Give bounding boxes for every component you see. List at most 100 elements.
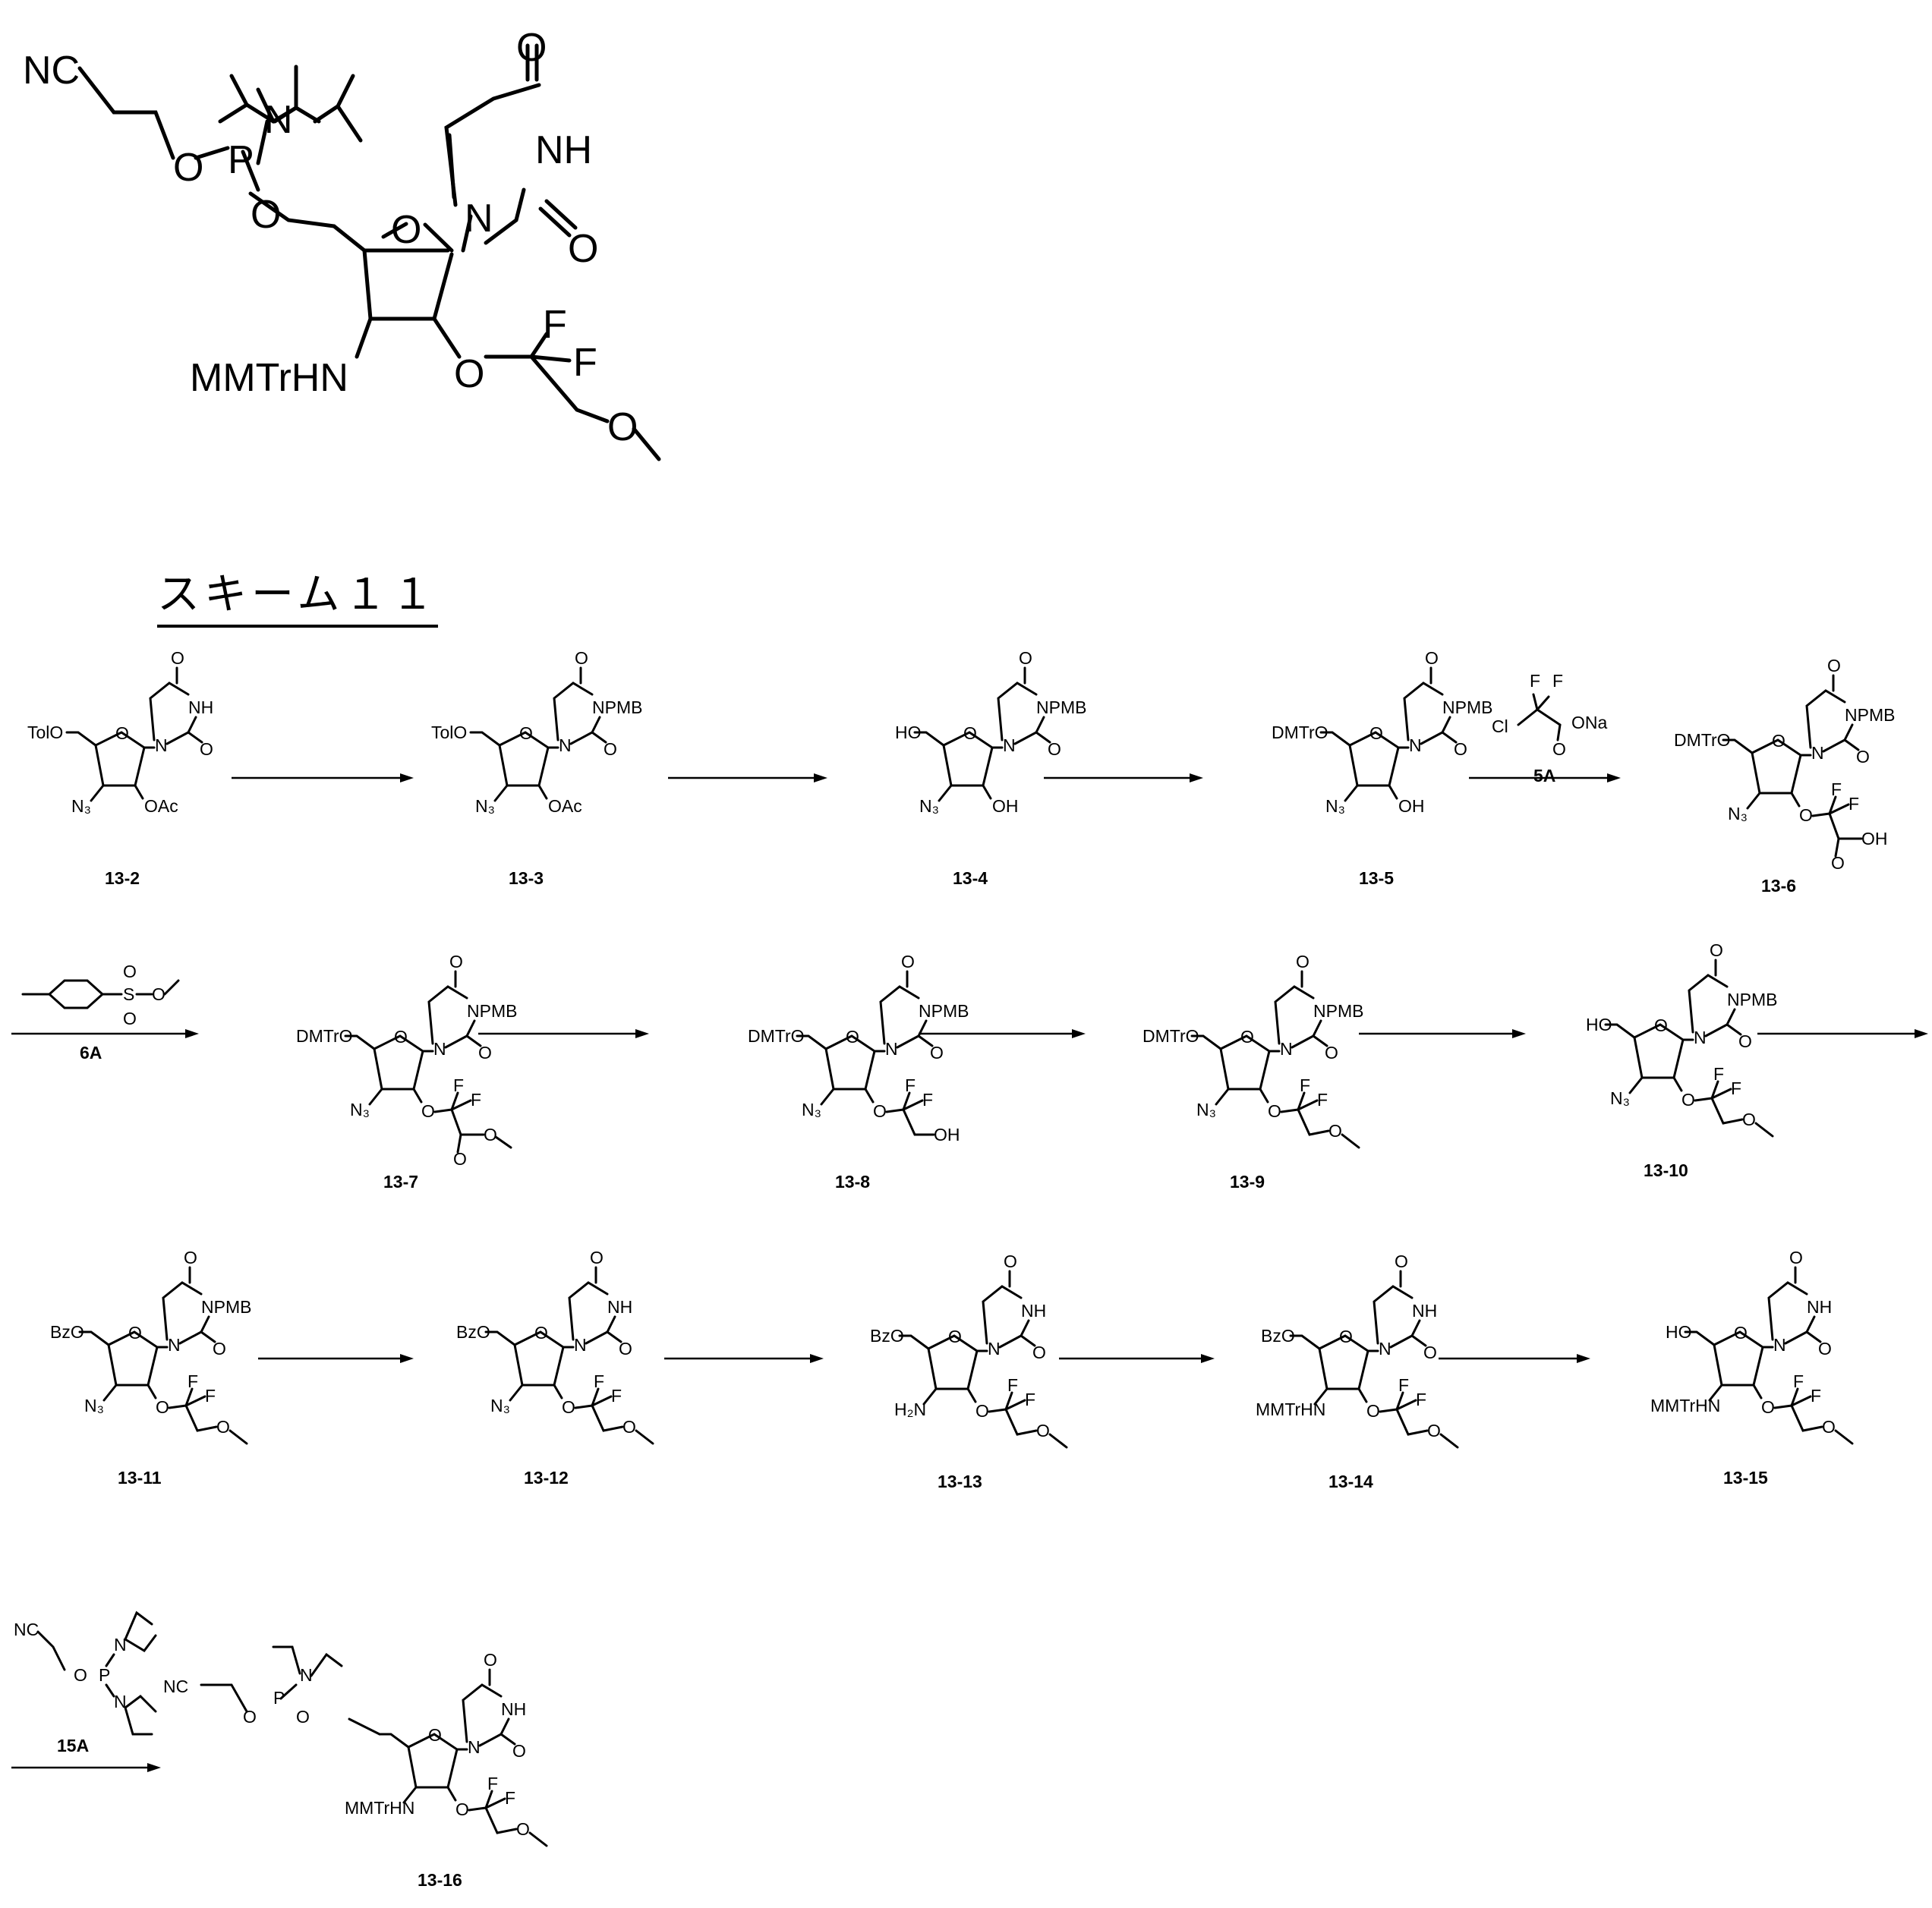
2prime-ether-o: O <box>975 1401 989 1421</box>
c2prime-bond <box>1674 1078 1681 1091</box>
methoxy-o: O <box>1427 1421 1441 1440</box>
cyanoethyl-chain <box>38 1632 65 1670</box>
fluorine-2: F <box>922 1090 933 1110</box>
arrow-head <box>185 1029 199 1038</box>
base-n3-npmb: NPMB <box>919 1001 969 1021</box>
fluorine-1: F <box>1007 1375 1018 1395</box>
2prime-ether-o: O <box>156 1397 169 1417</box>
2prime-ether-o: O <box>873 1101 887 1121</box>
ester-o: O <box>152 984 165 1004</box>
methoxyethyl-chain <box>592 1406 622 1431</box>
base-ring-bottom <box>180 1317 209 1343</box>
compound-13-3: OONNPMBOTolON₃OAc13-3 <box>431 648 642 888</box>
compound-id: 13-7 <box>383 1172 418 1192</box>
3prime-h2n: H₂N <box>894 1400 926 1419</box>
arrow-head <box>1190 773 1203 782</box>
c2-oxo: O <box>1454 739 1467 759</box>
ether-bond <box>169 1406 186 1408</box>
c5-chain <box>67 732 96 745</box>
c2-oxo: O <box>604 739 617 759</box>
base-ring-top <box>1689 975 1727 1032</box>
ether-bond <box>469 1808 486 1810</box>
c2-oxo: O <box>1738 1031 1752 1051</box>
c2prime-bond <box>865 1089 873 1102</box>
compound-id: 13-11 <box>118 1468 162 1488</box>
fluorine-2: F <box>505 1788 515 1808</box>
base-n3-nh: NH <box>501 1699 526 1719</box>
c4-oxo: O <box>901 952 915 971</box>
cf-bond-b <box>1537 697 1549 710</box>
3prime-mmtrhn: MMTrHN <box>345 1798 414 1818</box>
primary-oh: OH <box>934 1125 960 1144</box>
p-n-bond-2 <box>106 1685 114 1696</box>
base-ring-bottom <box>1292 1021 1321 1047</box>
c2-oxo: O <box>1325 1043 1338 1063</box>
methyl <box>1050 1434 1067 1447</box>
c5-chain <box>380 1734 408 1747</box>
methoxy-o: O <box>1822 1417 1836 1437</box>
2prime-ether-o: O <box>1268 1101 1281 1121</box>
base-n1: N <box>1773 1335 1786 1355</box>
2prime-ether-o: O <box>455 1799 469 1819</box>
base-n3-nh: NH <box>607 1297 632 1317</box>
phosphite-o2: O <box>296 1707 310 1727</box>
reagent-id: 5A <box>1533 766 1555 786</box>
c2prime-bond <box>135 786 143 798</box>
arrow-head <box>1607 773 1621 782</box>
base-n3-npmb: NPMB <box>1036 697 1086 717</box>
fluorine-1: F <box>1398 1375 1409 1395</box>
fluorine-1: F <box>1831 779 1842 799</box>
c4-oxo: O <box>484 1650 497 1670</box>
3prime-n3: N₃ <box>71 796 91 816</box>
c3-bond <box>104 1385 116 1400</box>
c2prime-bond <box>1792 793 1799 806</box>
base-n1: N <box>574 1335 587 1355</box>
c3-bond <box>821 1089 834 1104</box>
5prime-bzo: BzO <box>870 1326 904 1346</box>
2prime-ether-o: O <box>1799 805 1813 825</box>
ring-oxygen: O <box>1240 1027 1254 1047</box>
5prime-tolo: TolO <box>27 723 63 742</box>
3prime-n3: N₃ <box>802 1100 821 1119</box>
c2-oxo-label: O <box>568 227 598 271</box>
reagent-backbone <box>1518 710 1560 725</box>
carbonyl <box>1558 725 1560 740</box>
c4-oxo-label: O <box>516 26 547 70</box>
phosphite-o2-label: O <box>251 193 281 237</box>
methoxyethyl-chain <box>486 1808 516 1833</box>
arrow-head <box>1577 1354 1590 1363</box>
2prime-oac: OAc <box>144 796 178 816</box>
c3-bond <box>495 786 507 801</box>
phosphorus-label: P <box>228 138 254 182</box>
c2prime-bond <box>414 1089 421 1102</box>
2prime-ether-o: O <box>1366 1401 1380 1421</box>
ether-bond <box>435 1110 452 1112</box>
carbonyl-o: O <box>1552 739 1566 759</box>
5prime-dmtro: DMTrO <box>748 1026 805 1046</box>
base-nh-label: NH <box>535 128 592 172</box>
arrow-head <box>1915 1029 1928 1038</box>
c4-oxo: O <box>449 952 463 971</box>
base-ring-top <box>881 987 919 1044</box>
c3-bond <box>510 1385 522 1400</box>
target-molecule: NC O P N O O N NH O O F F O O MMTrHN <box>23 26 659 459</box>
compound-13-8: OONNPMBODMTrON₃OFFOH13-8 <box>748 952 969 1192</box>
c2-oxo: O <box>1048 739 1061 759</box>
compound-id: 13-4 <box>953 868 988 888</box>
carbonyl-o: O <box>1831 853 1845 873</box>
2prime-ether-o: O <box>562 1397 575 1417</box>
ether-bond <box>887 1110 903 1112</box>
fluorine-1: F <box>487 1774 498 1793</box>
fluorine-1: F <box>1793 1371 1804 1391</box>
ring-oxygen: O <box>1339 1327 1353 1346</box>
fluorine-1-label: F <box>543 303 567 347</box>
fluorine-2: F <box>1811 1386 1821 1406</box>
carboxyl-chain <box>1830 814 1861 839</box>
fluorine-b: F <box>1552 671 1563 691</box>
compound-13-14: OONNHOBzOMMTrHNOFFO13-14 <box>1256 1252 1458 1491</box>
3prime-n3: N₃ <box>1610 1088 1630 1108</box>
amine-n1: N <box>114 1635 127 1655</box>
methoxy-o: O <box>1036 1421 1050 1440</box>
ring-oxygen: O <box>846 1027 859 1047</box>
reagent-6A: SOOO6A <box>23 962 178 1063</box>
